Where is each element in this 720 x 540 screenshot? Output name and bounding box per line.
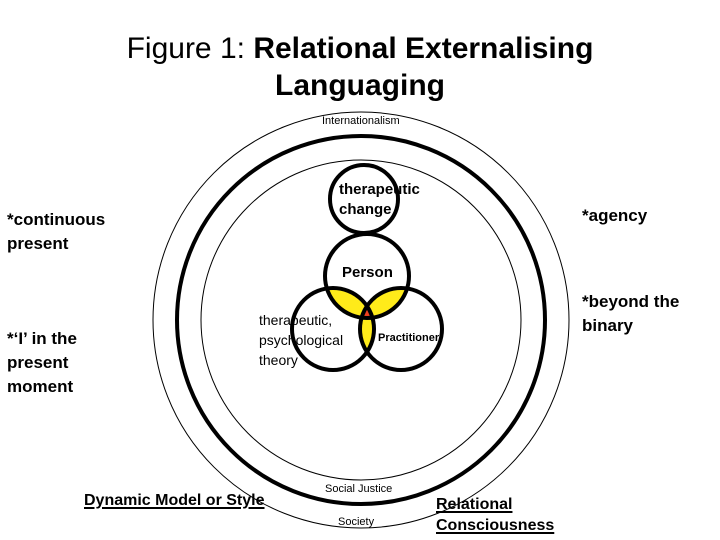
circle-theory	[290, 286, 376, 372]
overlap-person-theory	[325, 288, 374, 318]
title-prefix: Figure 1:	[126, 32, 254, 65]
label-practitioner: Practitioner	[378, 332, 440, 344]
figure-title: Figure 1: Relational Externalising Langu…	[0, 30, 720, 104]
link-relational-consciousness[interactable]: Relational Consciousness	[436, 496, 555, 534]
link-dynamic-model[interactable]: Dynamic Model or Style	[84, 492, 265, 509]
inner-ring-social-justice	[200, 159, 522, 481]
label-social-justice: Social Justice	[325, 483, 393, 495]
note-continuous-present: *continuous present	[7, 210, 106, 253]
middle-ring-thick	[175, 134, 547, 506]
note-agency: *agency	[582, 206, 648, 225]
note-i-in-present-moment: *‘I’ in the present moment	[7, 329, 77, 396]
note-beyond-binary: *beyond the binary	[582, 292, 680, 335]
outer-ring-society	[152, 111, 570, 529]
title-main-line2: Languaging	[275, 69, 445, 102]
circle-practitioner	[358, 286, 444, 372]
label-person: Person	[342, 264, 393, 281]
label-society: Society	[338, 516, 375, 528]
circle-person	[323, 232, 411, 320]
title-main-line1: Relational Externalising	[253, 32, 594, 65]
label-therapeutic-change: therapeutic change	[339, 181, 420, 218]
label-theory: therapeutic, psychological theory	[259, 312, 344, 368]
overlap-person-practitioner	[360, 288, 409, 318]
label-internationalism: Internationalism	[322, 115, 400, 127]
